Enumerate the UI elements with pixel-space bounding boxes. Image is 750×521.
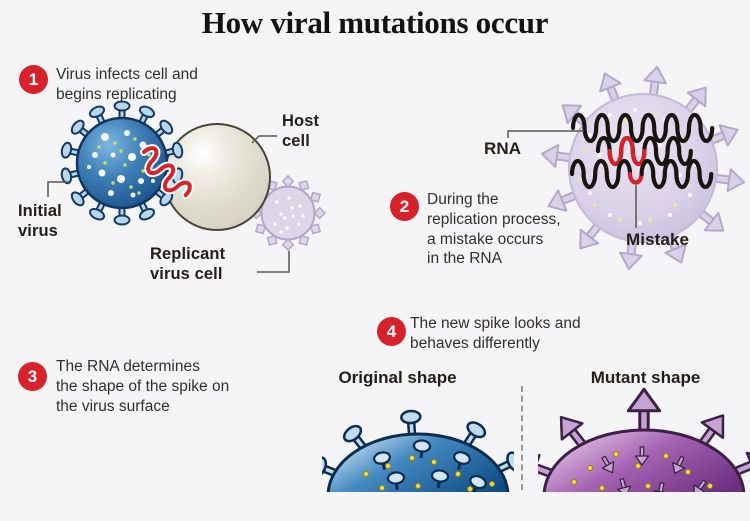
step-4-text: The new spike looks and behaves differen…	[410, 315, 581, 352]
original-yellow-dots	[363, 455, 495, 492]
mutant-shape-label: Mutant shape	[590, 368, 701, 387]
original-shape-label: Original shape	[338, 368, 457, 387]
host-cell-label: Host cell	[282, 112, 320, 150]
replicant-virus-label: Replicant virus cell	[150, 245, 226, 283]
step-3-badge: 3	[18, 362, 47, 391]
step-2-text: During the replication process, a mistak…	[427, 191, 561, 268]
step-1-text: Virus infects cell and begins replicatin…	[56, 66, 198, 103]
rna-mutation-segment	[607, 135, 647, 167]
replicant-virus-dots	[273, 196, 305, 234]
step-3-text: The RNA determines the shape of the spik…	[56, 358, 230, 415]
rna-strands	[569, 112, 715, 190]
rna-squiggle-illustration	[140, 144, 194, 200]
virus-interior-specks	[577, 110, 695, 223]
page-title: How viral mutations occur	[201, 5, 549, 40]
replicant-virus-illustration	[250, 175, 326, 251]
mutant-shape-virus-illustration	[538, 387, 750, 492]
replicant-virus-connector	[257, 251, 290, 273]
initial-virus-label: Initial virus	[18, 202, 62, 240]
step-1-badge: 1	[19, 65, 48, 94]
rna-mistake-dip	[627, 171, 644, 185]
replicating-virus-rna-illustration	[539, 65, 747, 270]
mistake-label: Mistake	[626, 230, 690, 249]
rna-label: RNA	[484, 139, 522, 158]
original-shape-virus-illustration	[322, 409, 514, 492]
mutant-yellow-dots	[571, 451, 713, 492]
step-2-badge: 2	[390, 192, 419, 221]
step-4-badge: 4	[377, 317, 406, 346]
initial-virus-illustration	[59, 100, 185, 226]
shape-divider-line	[521, 386, 523, 490]
